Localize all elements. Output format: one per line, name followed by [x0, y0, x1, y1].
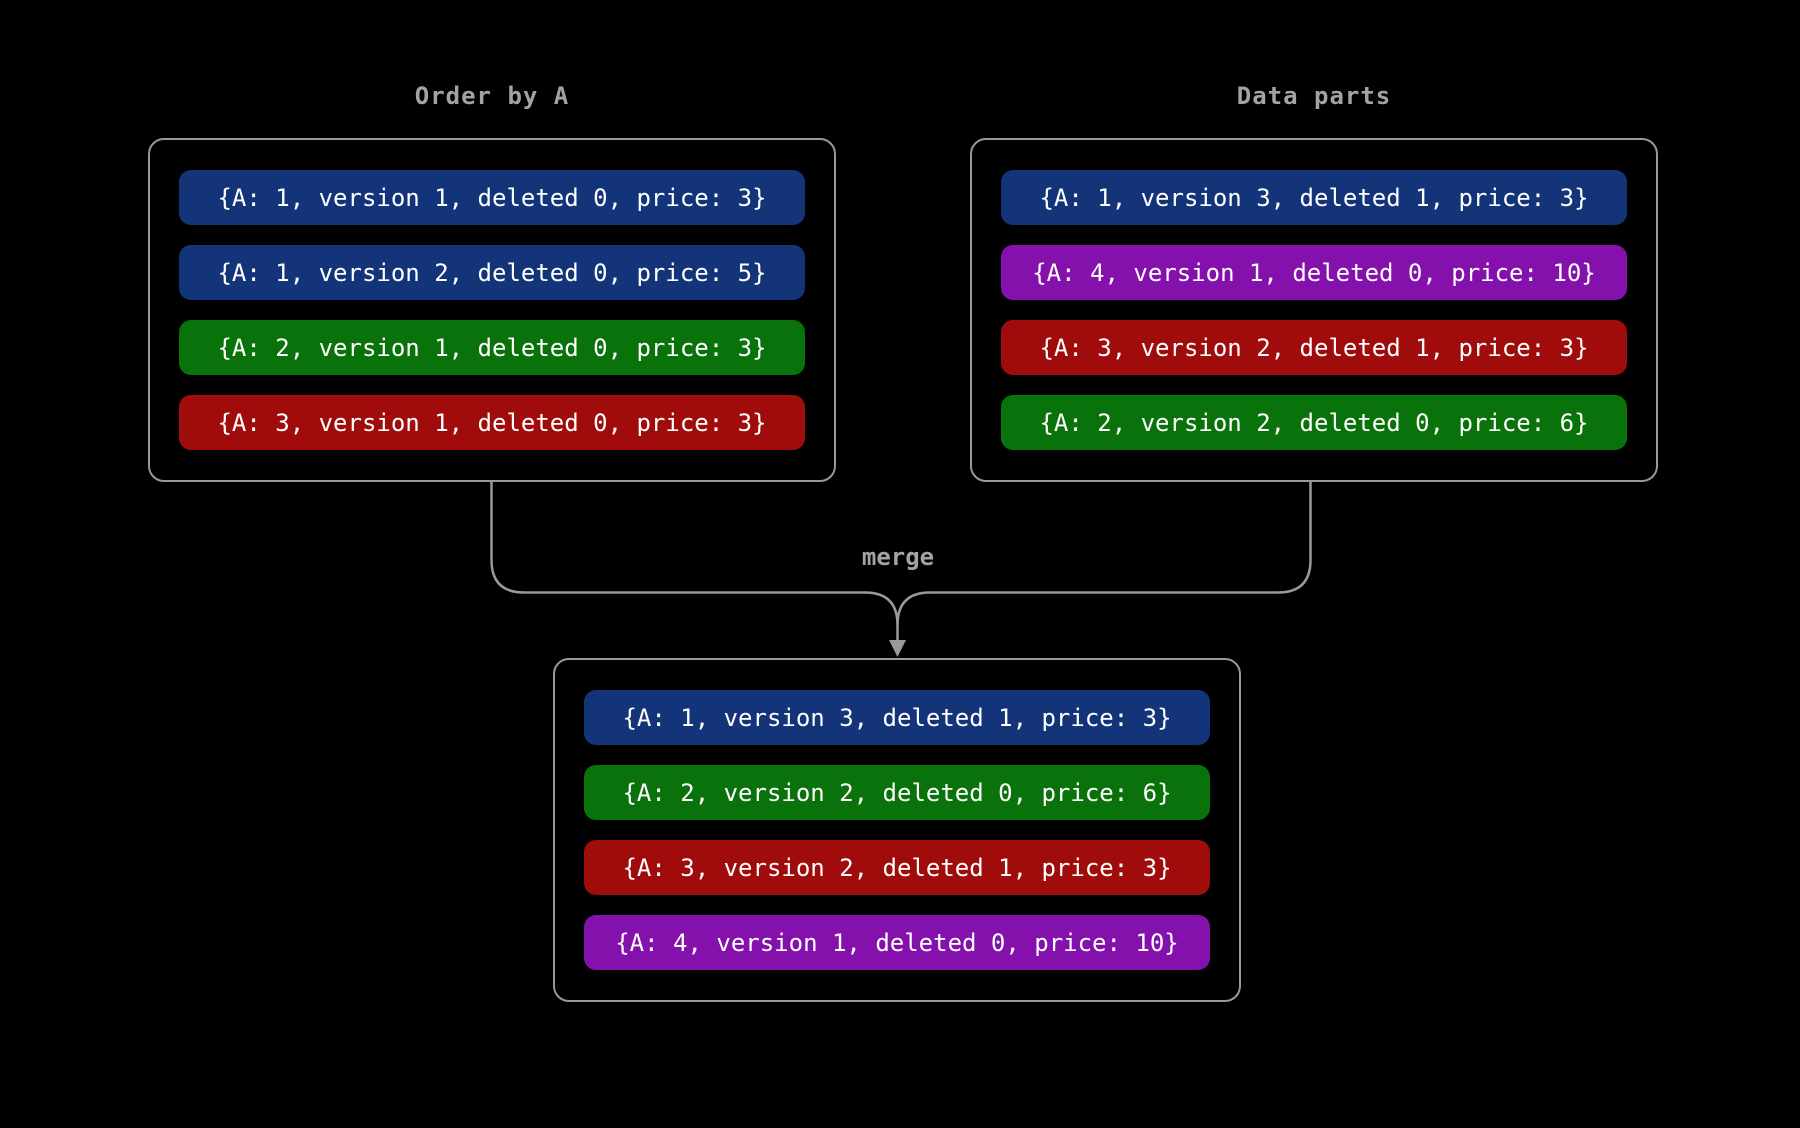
- data-row: {A: 2, version 1, deleted 0, price: 3}: [179, 320, 805, 375]
- data-parts-box: {A: 1, version 3, deleted 1, price: 3} {…: [970, 138, 1658, 482]
- order-by-a-title: Order by A: [414, 82, 570, 110]
- data-row: {A: 3, version 1, deleted 0, price: 3}: [179, 395, 805, 450]
- arrow-down-icon: [889, 640, 906, 657]
- data-row: {A: 2, version 2, deleted 0, price: 6}: [584, 765, 1210, 820]
- data-row: {A: 1, version 1, deleted 0, price: 3}: [179, 170, 805, 225]
- data-row: {A: 4, version 1, deleted 0, price: 10}: [1001, 245, 1627, 300]
- data-row: {A: 2, version 2, deleted 0, price: 6}: [1001, 395, 1627, 450]
- data-row: {A: 4, version 1, deleted 0, price: 10}: [584, 915, 1210, 970]
- data-row: {A: 1, version 2, deleted 0, price: 5}: [179, 245, 805, 300]
- data-row: {A: 3, version 2, deleted 1, price: 3}: [584, 840, 1210, 895]
- order-by-a-box: {A: 1, version 1, deleted 0, price: 3} {…: [148, 138, 836, 482]
- data-row: {A: 1, version 3, deleted 1, price: 3}: [1001, 170, 1627, 225]
- data-row: {A: 3, version 2, deleted 1, price: 3}: [1001, 320, 1627, 375]
- data-parts-title: Data parts: [1236, 82, 1392, 110]
- merge-label: merge: [861, 543, 935, 571]
- data-row: {A: 1, version 3, deleted 1, price: 3}: [584, 690, 1210, 745]
- merged-result-box: {A: 1, version 3, deleted 1, price: 3} {…: [553, 658, 1241, 1002]
